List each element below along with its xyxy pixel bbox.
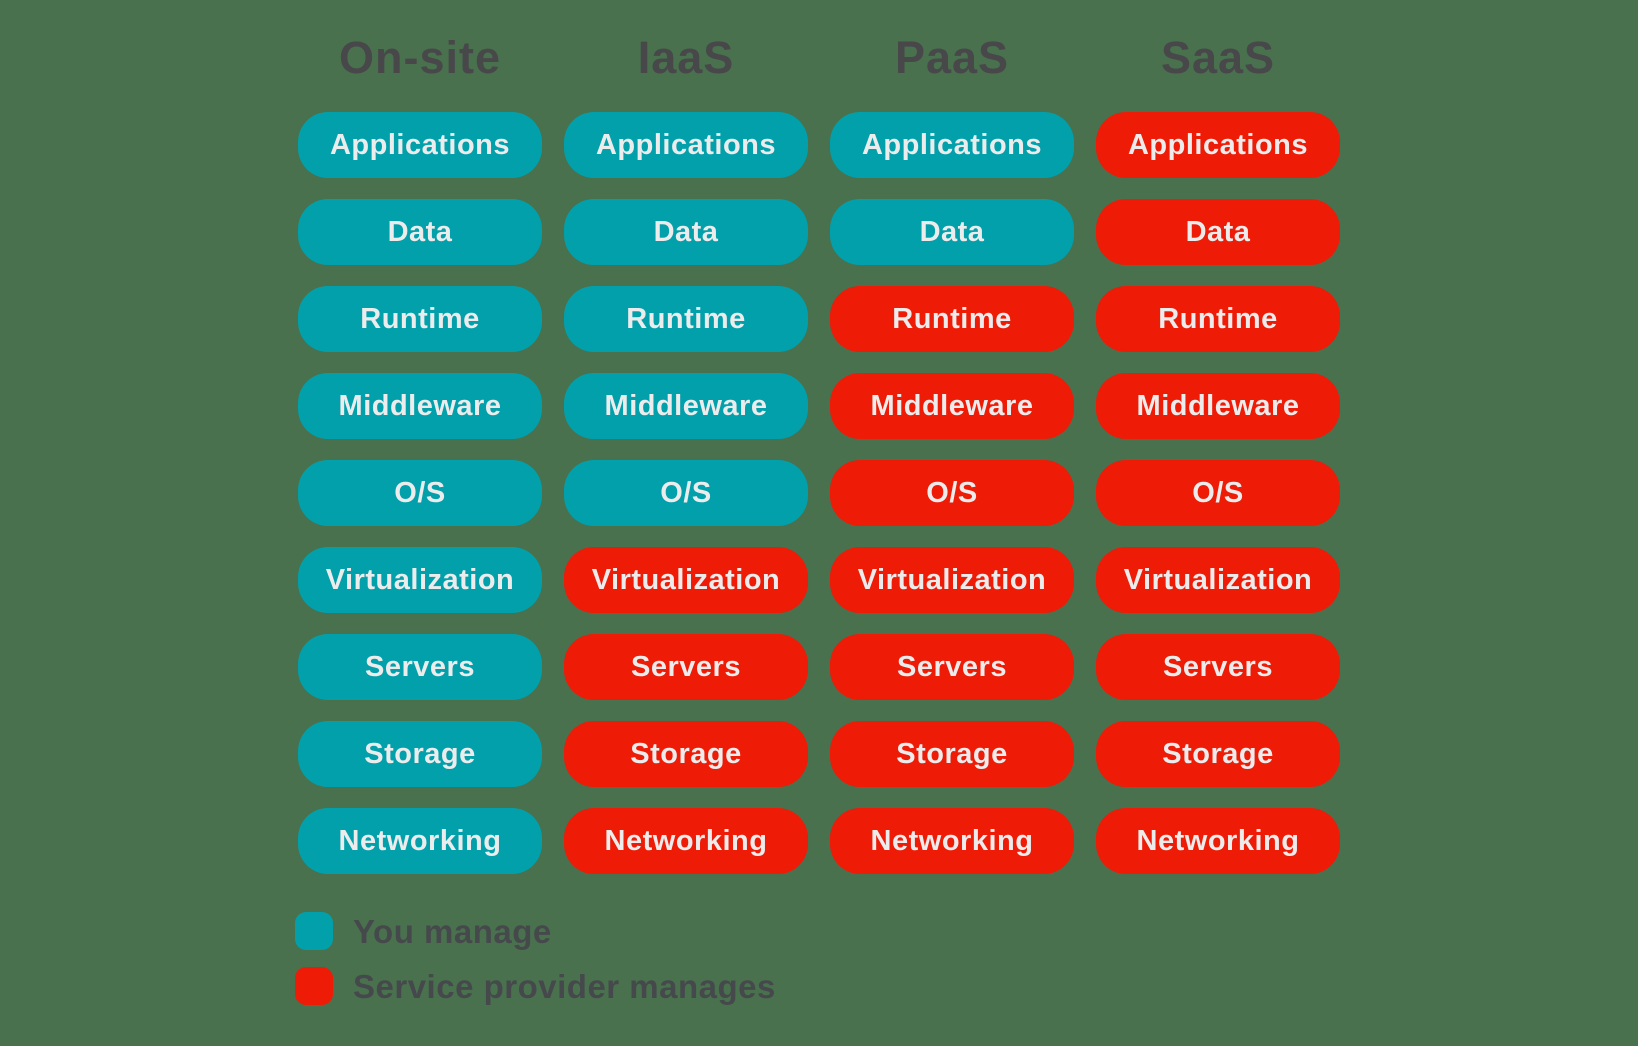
pill-paas-networking: Networking	[830, 808, 1074, 874]
pill-paas-virtualization: Virtualization	[830, 547, 1074, 613]
pill-saas-storage: Storage	[1096, 721, 1340, 787]
column-header-on-site: On-site	[338, 32, 502, 83]
pill-on-site-servers: Servers	[298, 634, 542, 700]
pill-saas-runtime: Runtime	[1096, 286, 1340, 352]
pill-saas-data: Data	[1096, 199, 1340, 265]
pill-saas-networking: Networking	[1096, 808, 1340, 874]
pill-iaas-o-s: O/S	[564, 460, 808, 526]
legend-swatch-you-icon	[295, 912, 333, 950]
column-header-saas: SaaS	[1160, 32, 1276, 83]
pill-iaas-storage: Storage	[564, 721, 808, 787]
legend-swatch-provider-icon	[295, 967, 333, 1005]
pill-on-site-runtime: Runtime	[298, 286, 542, 352]
pill-on-site-middleware: Middleware	[298, 373, 542, 439]
pill-iaas-data: Data	[564, 199, 808, 265]
pill-saas-o-s: O/S	[1096, 460, 1340, 526]
pill-on-site-virtualization: Virtualization	[298, 547, 542, 613]
pill-paas-o-s: O/S	[830, 460, 1074, 526]
pill-saas-virtualization: Virtualization	[1096, 547, 1340, 613]
pill-on-site-o-s: O/S	[298, 460, 542, 526]
pill-iaas-virtualization: Virtualization	[564, 547, 808, 613]
pill-on-site-storage: Storage	[298, 721, 542, 787]
pill-saas-servers: Servers	[1096, 634, 1340, 700]
pill-iaas-middleware: Middleware	[564, 373, 808, 439]
pill-iaas-applications: Applications	[564, 112, 808, 178]
pill-paas-servers: Servers	[830, 634, 1074, 700]
pill-on-site-data: Data	[298, 199, 542, 265]
pill-iaas-networking: Networking	[564, 808, 808, 874]
pill-paas-runtime: Runtime	[830, 286, 1074, 352]
pill-paas-applications: Applications	[830, 112, 1074, 178]
pill-on-site-networking: Networking	[298, 808, 542, 874]
pill-paas-storage: Storage	[830, 721, 1074, 787]
pill-paas-data: Data	[830, 199, 1074, 265]
pill-on-site-applications: Applications	[298, 112, 542, 178]
pill-iaas-servers: Servers	[564, 634, 808, 700]
pill-saas-middleware: Middleware	[1096, 373, 1340, 439]
column-header-paas: PaaS	[894, 32, 1010, 83]
legend-label-you: You manage	[353, 913, 552, 950]
pill-iaas-runtime: Runtime	[564, 286, 808, 352]
pill-paas-middleware: Middleware	[830, 373, 1074, 439]
pill-saas-applications: Applications	[1096, 112, 1340, 178]
column-header-iaas: IaaS	[637, 32, 735, 83]
legend-label-provider: Service provider manages	[353, 968, 776, 1005]
